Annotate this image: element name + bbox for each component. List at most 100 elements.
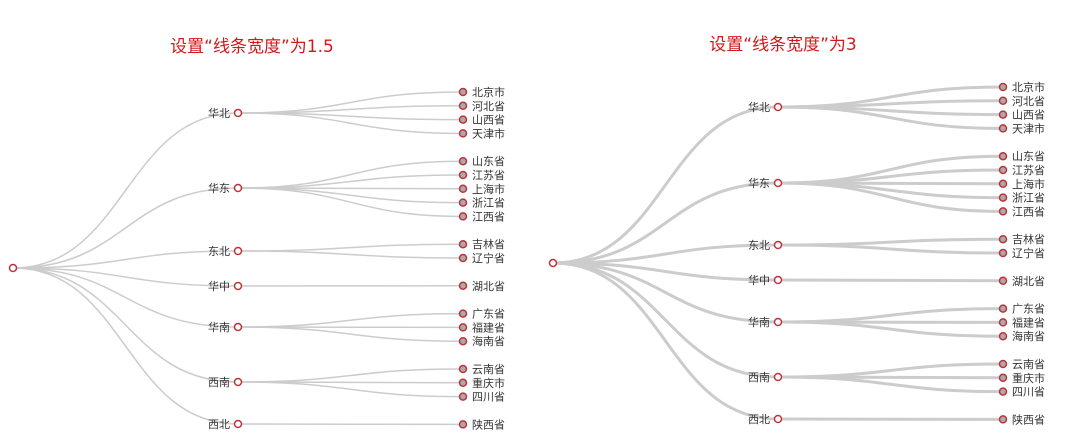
province-node[interactable] [458,198,468,207]
province-label: 四川省 [1012,386,1045,399]
nodes: 北京市河北省山西省天津市华北山东省江苏省上海市浙江省江西省华东吉林省辽宁省东北湖… [8,85,505,431]
link-region-province [777,181,1004,213]
root-node[interactable] [8,263,18,273]
province-node[interactable] [458,184,468,194]
province-node[interactable] [458,253,468,263]
province-node[interactable] [998,415,1008,424]
province-node[interactable] [998,276,1008,286]
province-node[interactable] [998,110,1008,119]
link-root-region [552,181,779,265]
province-label: 江西省 [472,210,505,223]
province-node[interactable] [458,156,468,166]
province-node[interactable] [998,304,1008,313]
province-label: 辽宁省 [1012,246,1045,260]
province-label: 吉林省 [1012,232,1045,246]
province-node[interactable] [998,318,1008,327]
province-node[interactable] [458,129,468,138]
region-label: 西南 [748,371,770,384]
province-node[interactable] [458,170,468,180]
province-label: 福建省 [1012,315,1045,329]
province-node[interactable] [998,165,1008,175]
province-label: 天津市 [472,126,505,140]
region-node[interactable] [233,246,243,256]
region-node[interactable] [773,317,783,327]
province-label: 四川省 [472,391,505,404]
link-root-region [552,261,779,324]
province-node[interactable] [998,193,1008,202]
link-region-province [237,243,464,252]
region-node[interactable] [773,240,783,250]
province-node[interactable] [998,248,1008,258]
region-node[interactable] [773,178,783,188]
province-node[interactable] [458,323,468,332]
region-node[interactable] [233,419,243,429]
region-node[interactable] [233,377,243,387]
province-node[interactable] [998,82,1008,92]
region-node[interactable] [233,183,243,193]
province-node[interactable] [458,378,468,388]
region-node[interactable] [773,102,783,112]
province-node[interactable] [458,420,468,429]
province-node[interactable] [458,392,468,401]
link-region-province [777,375,1004,394]
province-node[interactable] [998,387,1008,396]
province-node[interactable] [998,373,1008,383]
province-node[interactable] [998,124,1008,133]
province-node[interactable] [998,207,1008,216]
province-label: 浙江省 [472,197,505,210]
link-region-province [777,168,1004,185]
province-label: 山东省 [1012,150,1045,163]
province-node[interactable] [998,359,1008,369]
province-node[interactable] [458,87,468,97]
province-node[interactable] [458,336,468,346]
region-label: 东北 [748,239,770,252]
region-label: 西北 [748,413,770,426]
link-region-province [237,326,464,342]
province-node[interactable] [458,101,468,111]
link-region-province [237,250,464,259]
link-root-region [12,267,239,287]
chart-title: 设置“线条宽度”为3 [709,35,856,55]
region-label: 华南 [748,315,770,329]
province-node[interactable] [458,239,468,249]
province-node[interactable] [458,309,468,318]
province-label: 重庆市 [1012,371,1045,385]
tree-panel-line-width-1-5: 设置“线条宽度”为1.5 北京市河北省山西省天津市华北山东省江苏省上海市浙江省江… [8,37,505,431]
region-label: 东北 [208,245,230,258]
region-label: 西北 [208,418,230,431]
region-node[interactable] [233,322,243,332]
province-label: 山西省 [472,114,505,127]
province-node[interactable] [458,364,468,374]
region-node[interactable] [773,372,783,382]
province-node[interactable] [458,281,468,291]
region-label: 西南 [208,376,230,389]
province-label: 山西省 [1012,109,1045,122]
province-label: 湖北省 [472,280,505,293]
province-label: 江西省 [1012,205,1045,218]
province-node[interactable] [998,151,1008,161]
region-label: 华南 [208,320,230,334]
link-region-province [777,362,1004,379]
province-node[interactable] [458,212,468,221]
province-node[interactable] [998,96,1008,106]
province-node[interactable] [998,234,1008,244]
link-region-province [237,368,464,383]
link-root-region [12,250,239,269]
region-node[interactable] [773,275,783,285]
region-label: 华中 [208,279,230,293]
region-node[interactable] [233,108,243,118]
province-node[interactable] [998,179,1008,189]
province-label: 吉林省 [472,237,505,251]
province-node[interactable] [998,331,1008,341]
province-label: 上海市 [472,182,505,196]
province-label: 广东省 [472,308,505,321]
province-label: 陕西省 [1012,412,1045,426]
root-node[interactable] [548,258,558,268]
province-label: 江苏省 [1012,164,1045,177]
province-node[interactable] [458,115,468,124]
link-region-province [237,381,464,398]
link-region-province [777,243,1004,255]
province-label: 海南省 [472,334,505,348]
region-node[interactable] [773,414,783,424]
region-node[interactable] [233,281,243,291]
